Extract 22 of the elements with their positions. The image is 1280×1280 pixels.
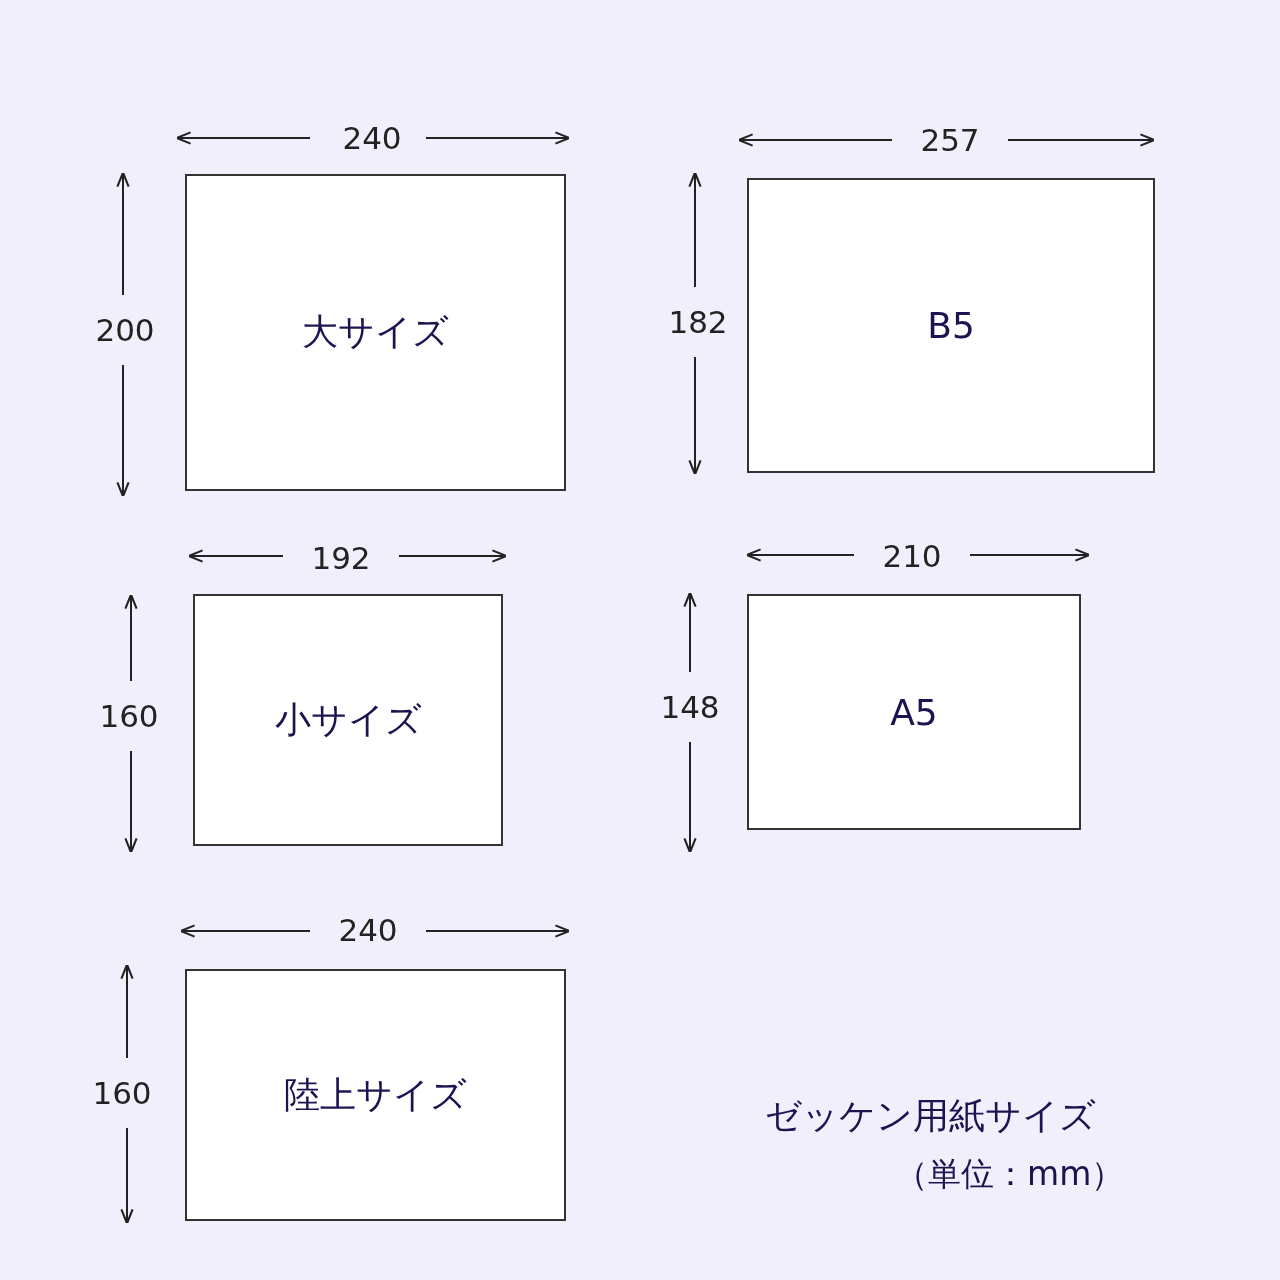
title: ゼッケン用紙サイズ (765, 1094, 1096, 1138)
dimension-label: 257 (920, 122, 980, 158)
dimension-label: 240 (338, 912, 398, 948)
dimension-label: 192 (311, 540, 371, 576)
dimension-label: 240 (342, 120, 402, 156)
size-rectangle (747, 594, 1081, 830)
size-rectangle (185, 174, 566, 491)
caption: （単位：mm） (895, 1153, 1125, 1195)
dimension-label: 160 (92, 1075, 152, 1111)
size-rectangle (185, 969, 566, 1221)
dimension-label: 148 (660, 689, 720, 725)
dimension-label: 160 (99, 698, 159, 734)
size-rectangle (747, 178, 1155, 473)
size-name: 大サイズ (302, 310, 449, 354)
size-name: B5 (927, 305, 975, 346)
size-name: A5 (890, 691, 938, 733)
size-name: 小サイズ (274, 697, 422, 742)
size-rectangle (193, 594, 503, 846)
dimension-label: 200 (95, 312, 155, 348)
dimension-label: 182 (668, 304, 728, 340)
dimension-label: 210 (882, 538, 942, 574)
size-name: 陸上サイズ (284, 1072, 467, 1117)
